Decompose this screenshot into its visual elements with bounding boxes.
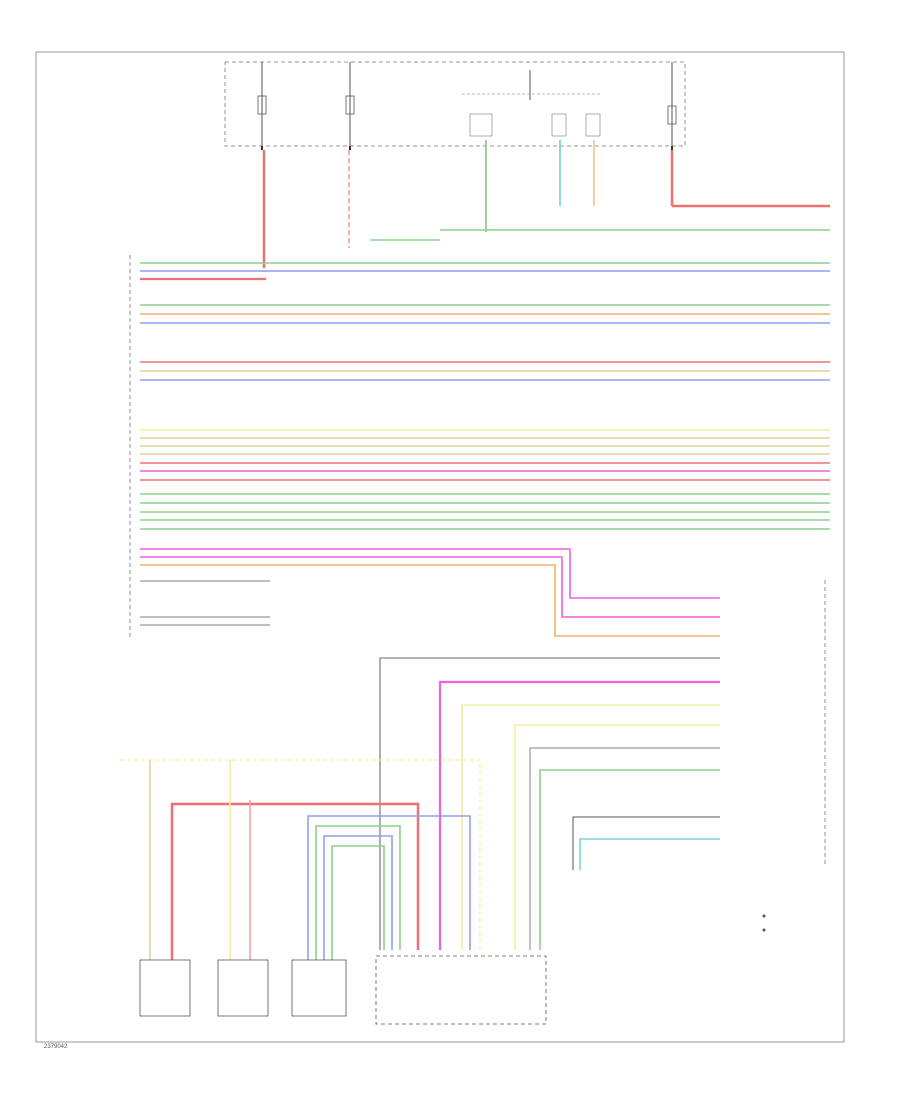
control-module-circuits xyxy=(140,262,830,530)
power-distribution-box xyxy=(224,61,686,150)
bottom-components xyxy=(139,955,547,1025)
drawing-code: 2379042 xyxy=(44,1044,68,1050)
fuse-feed-wires xyxy=(262,140,830,268)
diagram-border xyxy=(35,51,845,1043)
clockspring-harness xyxy=(379,657,720,950)
steering-control-circuits xyxy=(140,548,720,637)
legend-markers xyxy=(762,914,766,932)
switch-wires xyxy=(120,759,481,960)
steering-switch-bracket xyxy=(129,255,826,865)
